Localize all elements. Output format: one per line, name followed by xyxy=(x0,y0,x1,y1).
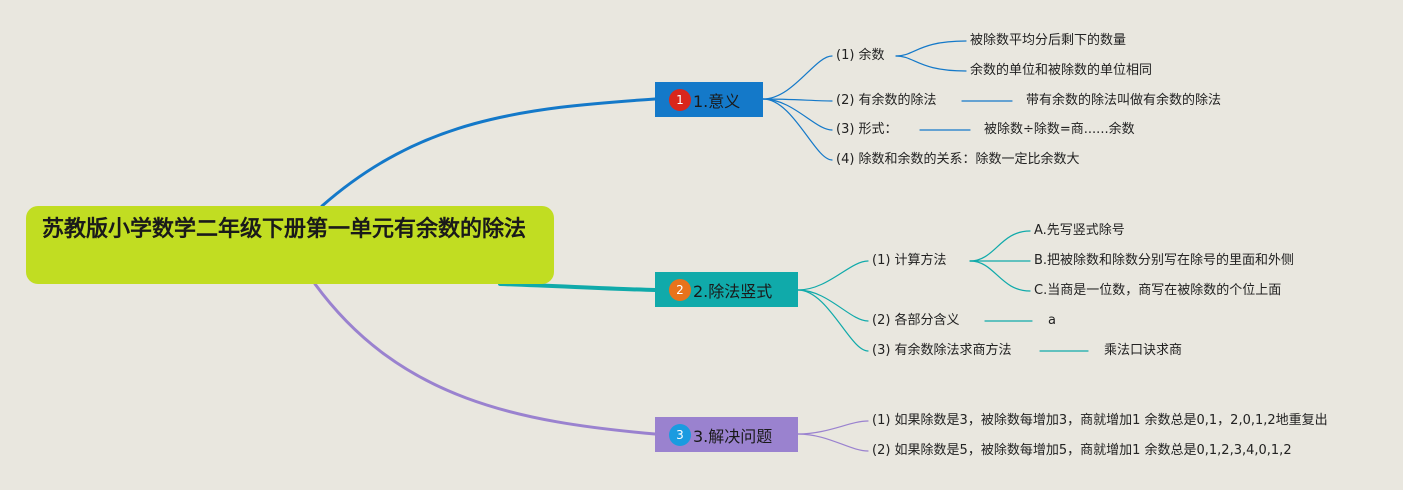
branch-number-badge: 1 xyxy=(669,88,691,111)
branch-number-badge: 2 xyxy=(669,278,691,301)
branch-problem-solving[interactable]: 3 3.解决问题 xyxy=(655,417,798,452)
leaf-form-expression[interactable]: 被除数÷除数=商......余数 xyxy=(984,122,1135,137)
root-to-branch-meaning-line xyxy=(320,97,657,208)
root-to-branch-problem-solving-line xyxy=(313,282,657,436)
leaf-multiplication-table[interactable]: 乘法口诀求商 xyxy=(1104,343,1183,358)
subtopic-divisor-five-pattern[interactable]: (2) 如果除数是5，被除数每增加5，商就增加1 余数总是0,1,2,3,4,0… xyxy=(872,443,1292,458)
leaf-part-meanings-value[interactable]: a xyxy=(1048,313,1056,328)
branch-meaning[interactable]: 1 1.意义 xyxy=(655,82,763,117)
subtopic-form[interactable]: (3) 形式： xyxy=(836,122,898,137)
subtopic-quotient-method[interactable]: (3) 有余数除法求商方法 xyxy=(872,343,1012,358)
calculation-method-step-link xyxy=(969,260,1031,292)
branch-problem-solving-link xyxy=(797,433,869,452)
subtopic-part-meanings[interactable]: (2) 各部分含义 xyxy=(872,313,960,328)
branch-meaning-link xyxy=(762,55,833,100)
remainder-to-unit-link xyxy=(895,55,967,72)
subtopic-calculation-method[interactable]: (1) 计算方法 xyxy=(872,253,947,268)
branch-meaning-link xyxy=(762,98,833,102)
branch-vertical-division[interactable]: 2 2.除法竖式 xyxy=(655,272,798,307)
branch-vertical-division-link xyxy=(797,289,869,322)
branch-vertical-division-link xyxy=(797,260,869,291)
subtopic-divisor-remainder-relation[interactable]: (4) 除数和余数的关系：除数一定比余数大 xyxy=(836,152,1080,167)
branch-problem-solving-link xyxy=(797,420,869,435)
root-to-branch-vertical-division-line xyxy=(498,282,657,292)
root-topic[interactable]: 苏教版小学数学二年级下册第一单元有余数的除法 xyxy=(26,206,554,284)
branch-meaning-link xyxy=(762,98,833,131)
leaf-step-b[interactable]: B.把被除数和除数分别写在除号的里面和外侧 xyxy=(1034,253,1295,268)
branch-number-badge: 3 xyxy=(669,423,691,446)
subtopic-division-with-remainder[interactable]: (2) 有余数的除法 xyxy=(836,93,937,108)
branch-meaning-link xyxy=(762,98,833,161)
subtopic-remainder[interactable]: (1) 余数 xyxy=(836,48,885,63)
branch-label: 2.除法竖式 xyxy=(693,281,773,301)
branch-vertical-division-link xyxy=(797,289,869,352)
leaf-step-a[interactable]: A.先写竖式除号 xyxy=(1034,223,1125,238)
calculation-method-step-link xyxy=(969,230,1031,262)
branch-label: 1.意义 xyxy=(693,91,741,111)
subtopic-divisor-three-pattern[interactable]: (1) 如果除数是3，被除数每增加3，商就增加1 余数总是0,1，2,0,1,2… xyxy=(872,413,1328,428)
leaf-division-definition[interactable]: 带有余数的除法叫做有余数的除法 xyxy=(1026,93,1222,108)
leaf-remainder-unit[interactable]: 余数的单位和被除数的单位相同 xyxy=(970,63,1153,78)
leaf-remainder-definition[interactable]: 被除数平均分后剩下的数量 xyxy=(970,33,1127,48)
leaf-step-c[interactable]: C.当商是一位数，商写在被除数的个位上面 xyxy=(1034,283,1282,298)
branch-label: 3.解决问题 xyxy=(693,426,773,446)
root-topic-label: 苏教版小学数学二年级下册第一单元有余数的除法 xyxy=(42,217,527,242)
remainder-to-definition-link xyxy=(895,40,967,57)
